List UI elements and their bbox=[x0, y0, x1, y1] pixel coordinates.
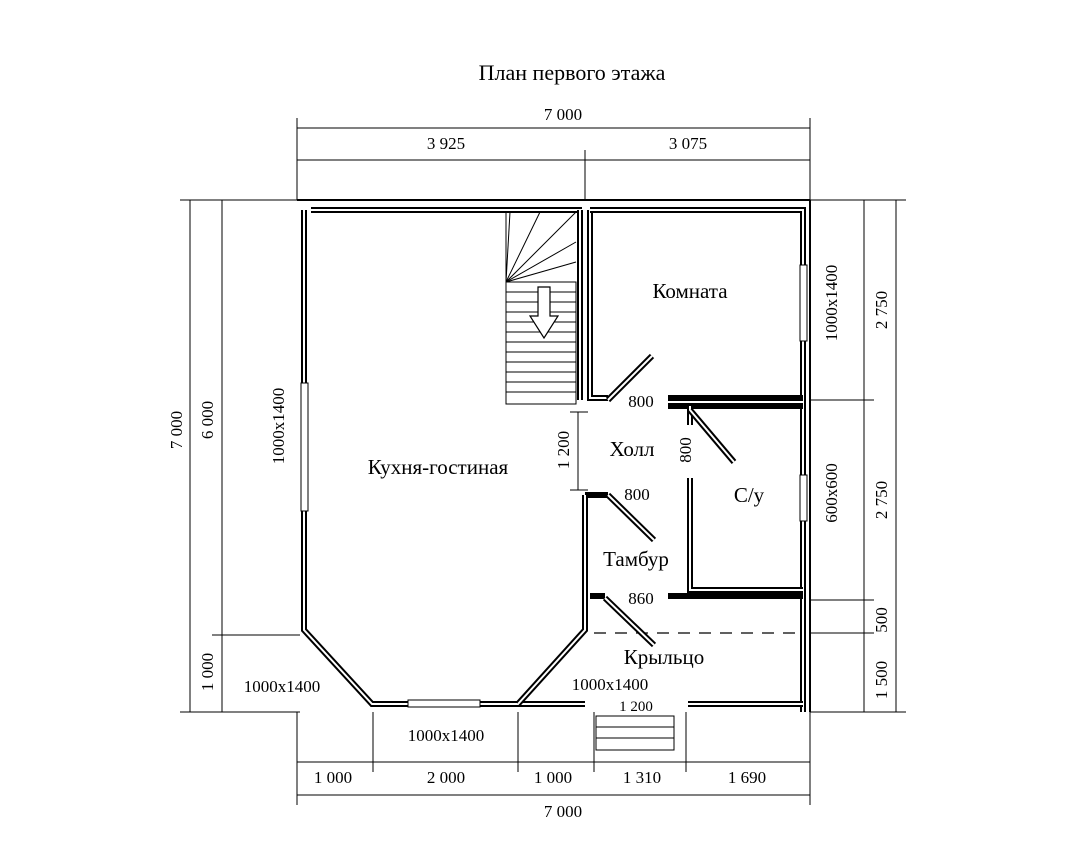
dim-porch-1200: 1 200 bbox=[619, 699, 653, 715]
window-left-label: 1000x1400 bbox=[269, 388, 288, 465]
dim-right-2750b: 2 750 bbox=[872, 481, 891, 519]
window-bottom-mid-label: 1000x1400 bbox=[408, 726, 485, 745]
room-hall-label: Холл bbox=[609, 437, 654, 461]
dim-bottom-2: 2 000 bbox=[427, 768, 465, 787]
door-vestibule-label: 800 bbox=[624, 485, 650, 504]
dim-right-1500: 1 500 bbox=[872, 661, 891, 699]
door-bath-label: 800 bbox=[676, 437, 695, 463]
window-marks bbox=[300, 264, 808, 708]
dim-bottom-5: 1 690 bbox=[728, 768, 766, 787]
porch-steps bbox=[595, 715, 675, 751]
room-bath-label: С/у bbox=[734, 483, 765, 507]
dim-left-1000: 1 000 bbox=[198, 653, 217, 691]
dim-left-total: 7 000 bbox=[167, 411, 186, 449]
dim-right-2750a: 2 750 bbox=[872, 291, 891, 329]
walls bbox=[297, 199, 811, 712]
door-entry-label: 860 bbox=[628, 589, 654, 608]
room-porch-label: Крыльцо bbox=[624, 645, 704, 669]
window-bottom-right-label: 1000x1400 bbox=[572, 675, 649, 694]
dim-left-6000: 6 000 bbox=[198, 401, 217, 439]
room-kitchen-label: Кухня-гостиная bbox=[368, 455, 509, 479]
dim-right-500: 500 bbox=[872, 607, 891, 633]
dim-bottom-total: 7 000 bbox=[544, 802, 582, 821]
doors bbox=[602, 353, 737, 648]
dim-top-right: 3 075 bbox=[669, 134, 707, 153]
door-room-label: 800 bbox=[628, 392, 654, 411]
room-vestibule-label: Тамбур bbox=[603, 547, 669, 571]
room-room-label: Комната bbox=[652, 279, 728, 303]
dim-hall-1200: 1 200 bbox=[554, 431, 573, 469]
dim-top-total: 7 000 bbox=[544, 105, 582, 124]
dim-bottom-1: 1 000 bbox=[314, 768, 352, 787]
window-bath-label: 600x600 bbox=[822, 463, 841, 523]
dim-top-left: 3 925 bbox=[427, 134, 465, 153]
plan-title: План первого этажа bbox=[479, 60, 666, 85]
dimension-lines bbox=[180, 118, 906, 805]
window-bottom-left-label: 1000x1400 bbox=[244, 677, 321, 696]
dim-bottom-4: 1 310 bbox=[623, 768, 661, 787]
window-room-label: 1000x1400 bbox=[822, 265, 841, 342]
staircase bbox=[505, 211, 577, 405]
dim-bottom-3: 1 000 bbox=[534, 768, 572, 787]
